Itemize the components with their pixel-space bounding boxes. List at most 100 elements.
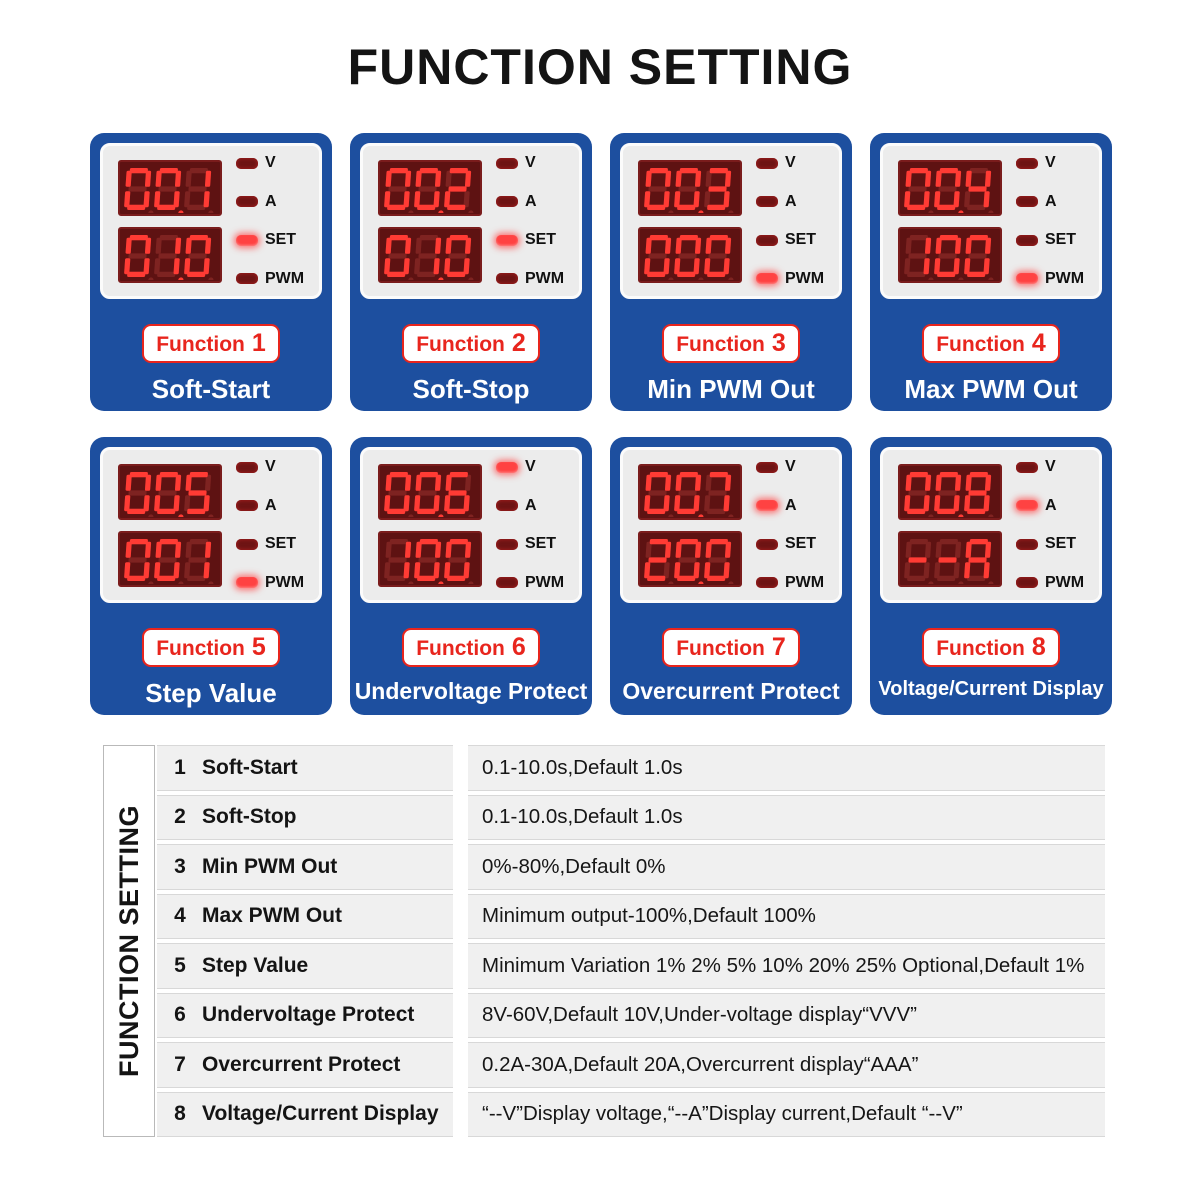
led-indicator-a [235,196,258,208]
led-indicator-set [235,234,258,246]
led-row: PWM [495,573,565,591]
led-indicator-set [755,234,778,246]
function-badge-number: 8 [1031,633,1046,661]
led-label: PWM [524,573,565,591]
led-label: SET [524,231,557,249]
led-row: A [495,192,564,210]
led-indicator-v [495,461,518,473]
row-number: 6 [174,1003,186,1027]
function-badge-number: 4 [1031,329,1046,357]
led-label: V [524,458,536,475]
row-number: 2 [174,805,186,829]
led-indicator-v [235,157,258,169]
led-row: V [235,459,304,475]
function-name: Min PWM Out [647,374,815,404]
table-cell-description: 0.1-10.0s,Default 1.0s [468,794,1105,840]
row-function-name: Max PWM Out [202,904,342,928]
table-row: 2 Soft-Stop 0.1-10.0s,Default 1.0s [157,794,1105,840]
function-badge-number: 3 [771,329,786,357]
function-name: Overcurrent Protect [622,678,840,704]
seven-segment-displays [117,463,222,587]
led-indicator-a [755,500,778,512]
led-row: SET [755,536,824,552]
seven-segment-display-bottom [897,226,1002,283]
row-function-name: Soft-Stop [202,805,297,829]
seven-segment-display-bottom [117,530,222,587]
table-side-label-text: FUNCTION SETTING [113,805,144,1077]
table-cell-function: 4 Max PWM Out [157,893,453,939]
seven-segment-displays [637,463,742,587]
led-indicator-pwm [1015,577,1038,589]
led-label: PWM [784,573,825,591]
led-indicator-pwm [755,577,778,589]
function-name: Max PWM Out [904,374,1078,404]
table-cell-description: “--V”Display voltage,“--A”Display curren… [468,1091,1105,1137]
led-indicator-a [495,500,518,512]
led-row: V [755,155,824,171]
led-label: PWM [784,269,825,287]
function-setting-table: FUNCTION SETTING 1 Soft-Start 0.1-10.0s,… [103,745,1105,1137]
page-title: FUNCTION SETTING [347,39,853,95]
table-row: 7 Overcurrent Protect 0.2A-30A,Default 2… [157,1042,1105,1088]
led-indicator-pwm [495,577,518,589]
seven-segment-displays [897,159,1002,283]
table-row: 5 Step Value Minimum Variation 1% 2% 5% … [157,943,1105,989]
led-label: A [264,496,277,514]
led-indicator-v [1015,461,1038,473]
led-indicator-a [1015,500,1038,512]
function-name: Undervoltage Protect [354,678,588,704]
led-row: A [235,496,304,514]
led-row: V [1015,458,1084,475]
led-label: A [524,192,537,210]
function-badge-label: Function [676,333,765,356]
function-badge: Function 5 [142,628,280,667]
led-label: A [1044,496,1057,514]
led-row: A [755,193,824,210]
led-indicator-set [495,234,518,246]
seven-segment-displays [377,159,482,283]
led-row: SET [755,232,824,248]
led-row: V [1015,155,1084,171]
led-label: SET [1044,231,1077,249]
led-label: A [264,192,277,210]
seven-segment-displays [117,159,222,283]
table-cell-function: 8 Voltage/Current Display [157,1091,453,1137]
row-number: 4 [174,904,186,928]
led-indicator-pwm [235,273,258,285]
row-number: 1 [174,755,186,779]
table-cell-function: 5 Step Value [157,943,453,989]
led-label: V [1044,458,1056,475]
row-function-name: Step Value [202,953,309,977]
function-badge: Function 2 [402,324,540,363]
function-card: V A SET PWM Function 3 Min PWM Out [610,133,852,411]
seven-segment-display-bottom [637,530,742,587]
led-label: PWM [264,573,305,591]
row-function-name: Min PWM Out [202,854,338,878]
seven-segment-displays [377,463,482,587]
display-panel: V A SET PWM [620,143,842,299]
led-label: A [784,496,797,514]
table-cell-function: 6 Undervoltage Protect [157,992,453,1038]
function-name: Soft-Start [151,374,271,404]
seven-segment-display-bottom [377,226,482,283]
led-label: PWM [264,269,305,287]
seven-segment-display-top [637,463,742,520]
function-badge: Function 6 [402,628,540,667]
table-row: 8 Voltage/Current Display “--V”Display v… [157,1091,1105,1137]
led-row: PWM [495,270,564,287]
